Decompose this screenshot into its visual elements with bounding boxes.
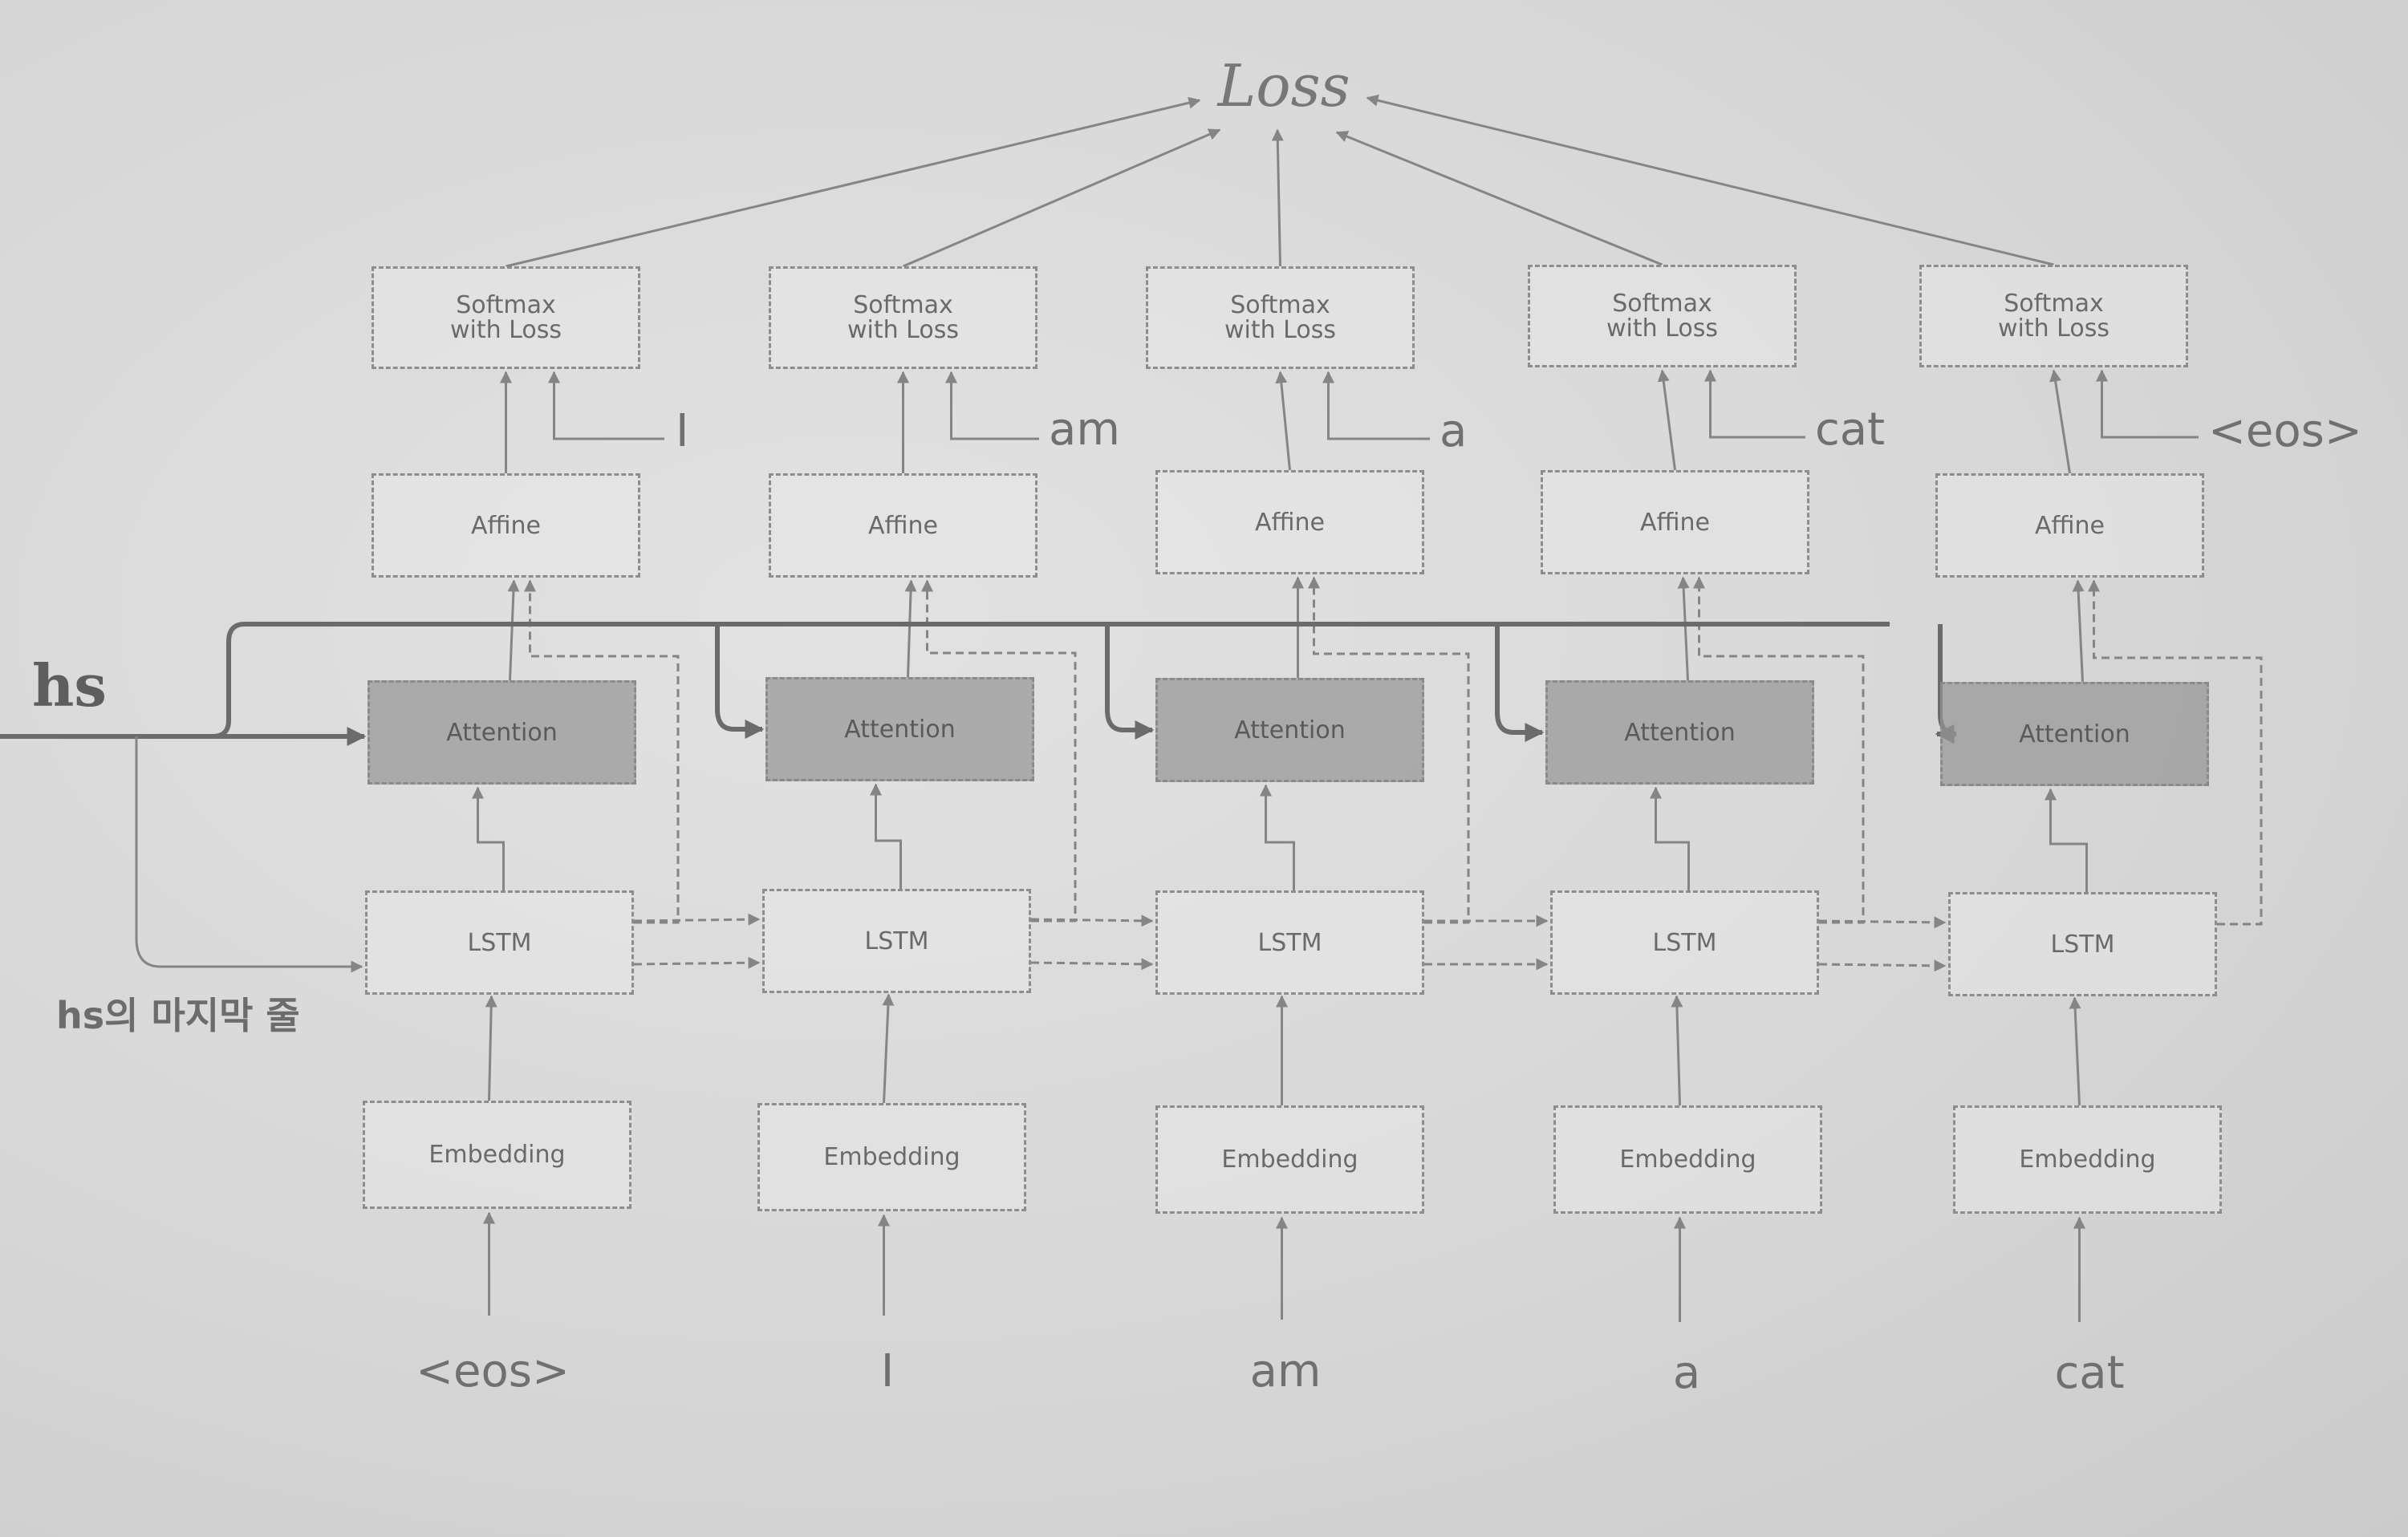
affine-node: Affine — [1935, 473, 2204, 578]
attention-node: Attention — [1940, 682, 2209, 786]
lstm-state-arrow — [1030, 958, 1154, 971]
attention-node: Attention — [1155, 678, 1424, 782]
lstm-node: LSTM — [762, 889, 1031, 993]
lstm-to-attention-arrow — [2045, 788, 2088, 892]
softmax-to-loss-arrow — [1335, 131, 1663, 266]
input-word: a — [1672, 1347, 1701, 1399]
target-to-softmax-arrow — [2096, 369, 2199, 439]
embedding-node: Embedding — [1155, 1105, 1424, 1214]
target-to-softmax-arrow — [548, 371, 664, 440]
affine-node: Affine — [769, 473, 1038, 578]
softmax-to-loss-arrow — [902, 128, 1221, 268]
embedding-to-lstm-arrow — [1671, 995, 1683, 1106]
hs-to-attention-arrow — [715, 624, 765, 739]
softmax-to-loss-arrow — [506, 96, 1201, 268]
lstm-to-affine-arrow — [1693, 576, 1865, 924]
attention-node: Attention — [1545, 680, 1814, 785]
target-word: I — [676, 405, 689, 457]
affine-to-softmax-arrow — [1657, 369, 1676, 471]
affine-to-softmax-arrow — [1275, 371, 1291, 471]
softmax-with-loss-node: Softmax with Loss — [1146, 266, 1415, 369]
affine-to-softmax-arrow — [2049, 369, 2071, 474]
lstm-node: LSTM — [1550, 890, 1819, 995]
lstm-to-affine-arrow — [524, 579, 680, 924]
lstm-to-affine-arrow — [1308, 576, 1470, 924]
attention-node: Attention — [765, 677, 1034, 781]
affine-node: Affine — [1155, 470, 1424, 574]
affine-node: Affine — [1541, 470, 1809, 574]
input-word: <eos> — [416, 1345, 570, 1397]
softmax-to-loss-arrow — [1271, 128, 1284, 267]
loss-title: Loss — [1217, 52, 1350, 120]
embedding-node: Embedding — [1553, 1105, 1822, 1214]
lstm-node: LSTM — [1155, 890, 1424, 995]
lstm-to-attention-arrow — [472, 786, 505, 890]
lstm-state-arrow — [1818, 916, 1947, 929]
target-word: am — [1049, 404, 1120, 456]
input-word: I — [880, 1345, 895, 1397]
target-word: cat — [1815, 404, 1886, 456]
target-to-softmax-arrow — [1704, 369, 1805, 439]
hs-to-attention-arrow — [1495, 624, 1545, 742]
embedding-to-lstm-arrow — [882, 993, 895, 1104]
softmax-with-loss-node: Softmax with Loss — [372, 266, 640, 369]
lstm-to-affine-arrow — [921, 579, 1077, 923]
attention-to-affine-arrow — [507, 579, 520, 681]
embedding-to-lstm-arrow — [2069, 996, 2081, 1106]
lstm-to-attention-arrow — [870, 783, 902, 889]
embedding-to-lstm-arrow — [485, 995, 497, 1101]
target-to-softmax-arrow — [945, 371, 1039, 440]
input-word: cat — [2054, 1347, 2125, 1399]
softmax-with-loss-node: Softmax with Loss — [1919, 265, 2188, 367]
lstm-to-affine-arrow — [2088, 579, 2263, 926]
lstm-state-arrow — [1030, 914, 1154, 927]
hs-last-row-to-lstm-arrow — [135, 736, 363, 973]
attention-node: Attention — [367, 680, 636, 785]
lstm-to-attention-arrow — [1260, 784, 1295, 890]
target-to-softmax-arrow — [1322, 371, 1430, 440]
lstm-node: LSTM — [1948, 892, 2217, 996]
lstm-state-arrow — [1818, 959, 1947, 972]
hs-label: hs — [32, 651, 107, 720]
target-word: a — [1440, 405, 1468, 457]
lstm-node: LSTM — [365, 890, 634, 995]
lstm-state-arrow — [633, 913, 761, 926]
hs-last-row-label: hs의 마지막 줄 — [56, 994, 300, 1037]
input-word: am — [1249, 1345, 1322, 1397]
embedding-node: Embedding — [363, 1101, 631, 1209]
attention-to-affine-arrow — [2072, 579, 2085, 683]
affine-node: Affine — [372, 473, 640, 578]
embedding-node: Embedding — [757, 1103, 1026, 1211]
lstm-state-arrow — [633, 956, 761, 969]
lstm-to-attention-arrow — [1650, 786, 1690, 890]
embedding-node: Embedding — [1953, 1105, 2222, 1214]
target-word: <eos> — [2208, 405, 2362, 457]
softmax-to-loss-arrow — [1366, 94, 2054, 266]
attention-to-affine-arrow — [1677, 576, 1690, 681]
attention-to-affine-arrow — [904, 579, 917, 678]
softmax-with-loss-node: Softmax with Loss — [769, 266, 1038, 369]
softmax-with-loss-node: Softmax with Loss — [1528, 265, 1797, 367]
hs-to-attention-arrow — [1105, 624, 1155, 740]
